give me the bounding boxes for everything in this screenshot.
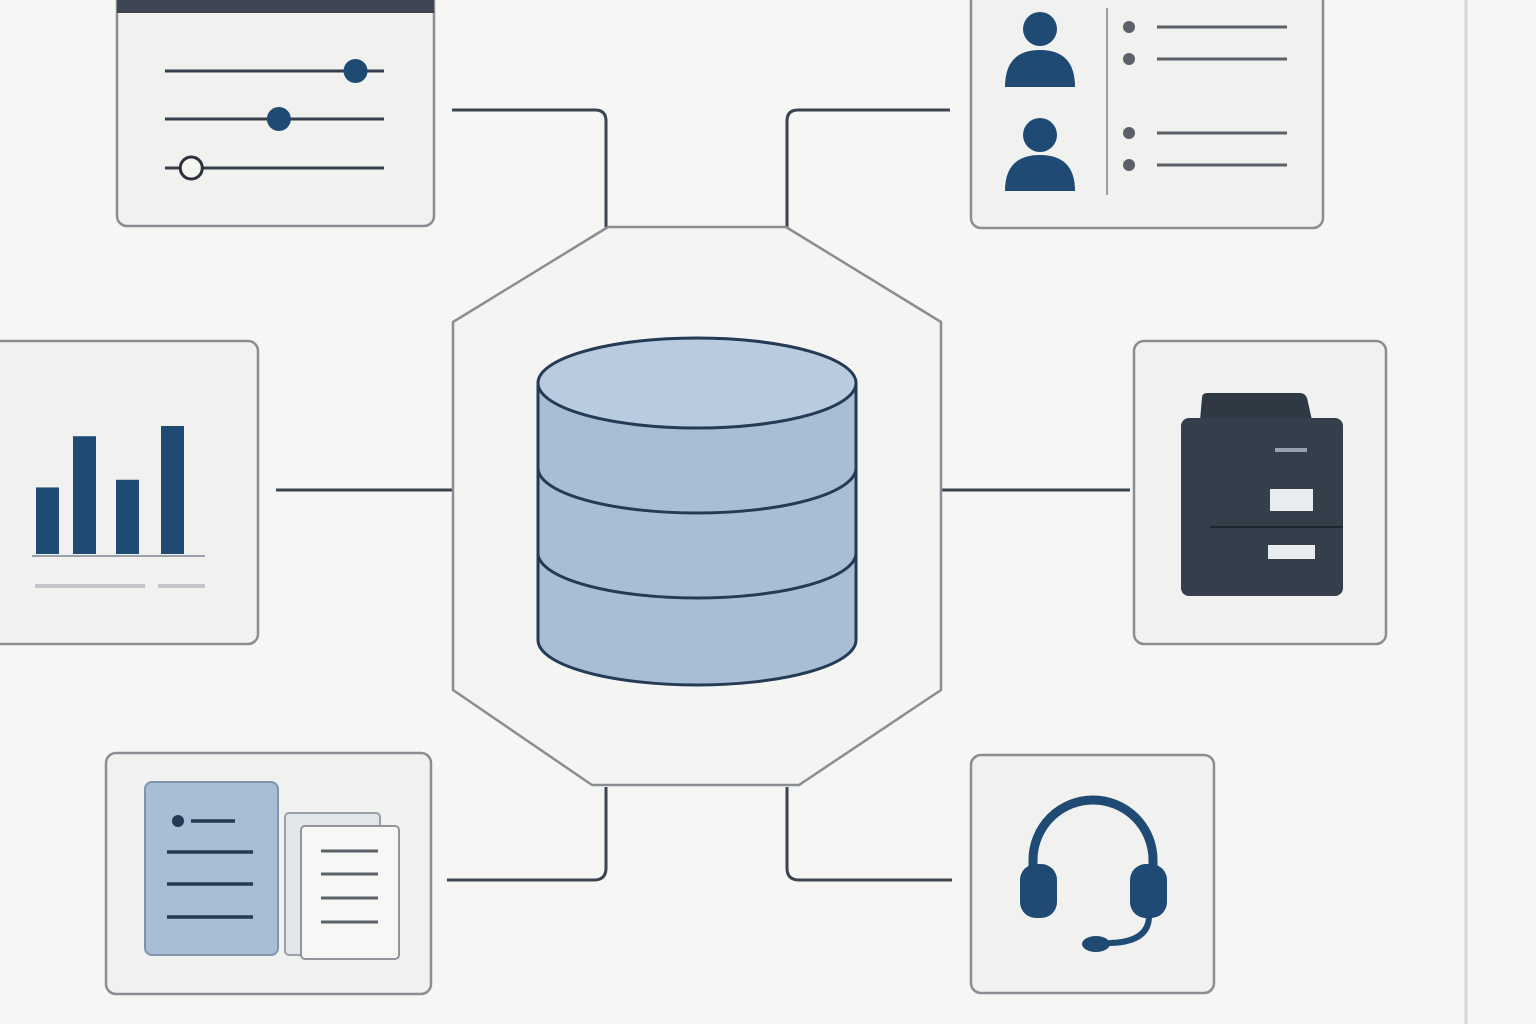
slider-knob[interactable] bbox=[266, 107, 291, 131]
node-support[interactable] bbox=[969, 753, 1216, 995]
connector-bottom-left bbox=[447, 787, 608, 882]
user-avatar-icon bbox=[1005, 12, 1075, 87]
center-node[interactable] bbox=[451, 225, 943, 787]
user-list-icon bbox=[1005, 8, 1287, 195]
user-avatar-icon bbox=[1005, 118, 1075, 191]
settings-title-bar bbox=[117, 0, 434, 13]
node-users[interactable] bbox=[969, 0, 1325, 230]
chart-bar bbox=[161, 426, 184, 554]
headset-icon bbox=[1020, 795, 1167, 952]
slider-knob[interactable] bbox=[343, 59, 368, 83]
users-panel bbox=[969, 0, 1325, 230]
connector-top-left bbox=[452, 108, 608, 227]
chart-bar bbox=[116, 479, 139, 554]
bar-chart-icon bbox=[32, 426, 205, 588]
sliders-icon bbox=[165, 59, 384, 181]
node-settings[interactable] bbox=[115, 0, 436, 228]
support-panel bbox=[969, 753, 1216, 995]
documents-icon bbox=[144, 781, 400, 960]
chart-bar bbox=[36, 487, 59, 554]
list-bullets bbox=[1123, 21, 1135, 171]
connectors bbox=[276, 108, 1130, 882]
file-cabinet-icon bbox=[1181, 393, 1343, 596]
drawer-label bbox=[1268, 545, 1315, 559]
node-documents[interactable] bbox=[104, 751, 433, 996]
node-storage[interactable] bbox=[1132, 339, 1388, 646]
slider-knob[interactable] bbox=[178, 155, 204, 181]
list-lines bbox=[1157, 25, 1287, 167]
chart-bar bbox=[73, 436, 96, 554]
database-icon bbox=[536, 336, 858, 687]
connector-top-right bbox=[785, 108, 950, 227]
connector-bottom-right bbox=[785, 787, 952, 882]
node-analytics[interactable] bbox=[0, 339, 260, 646]
drawer-label bbox=[1270, 489, 1313, 511]
